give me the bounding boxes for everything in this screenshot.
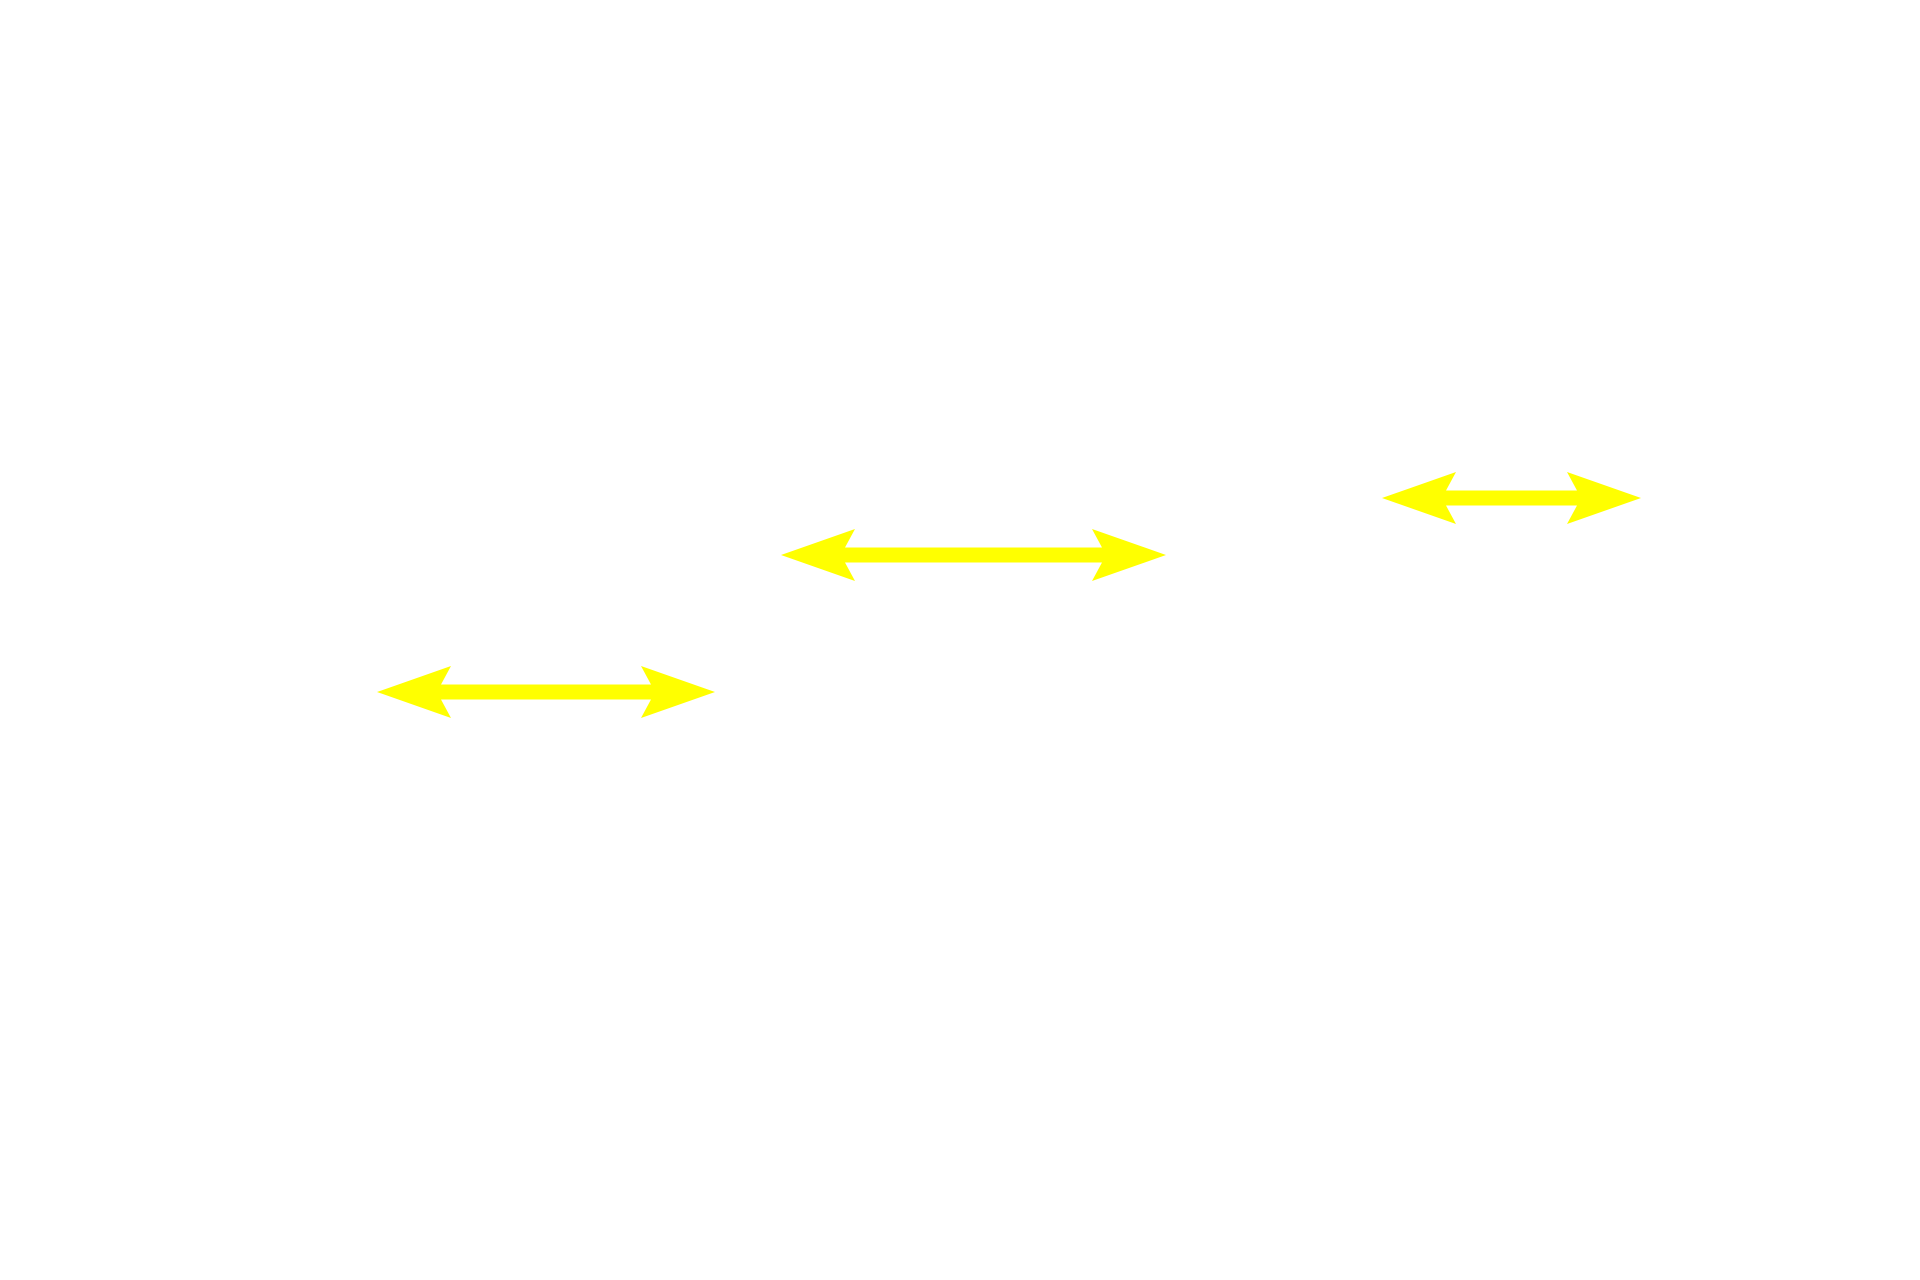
double-arrow-right [1382,472,1641,524]
double-arrow-middle [781,529,1166,581]
double-arrow-left [377,666,715,718]
